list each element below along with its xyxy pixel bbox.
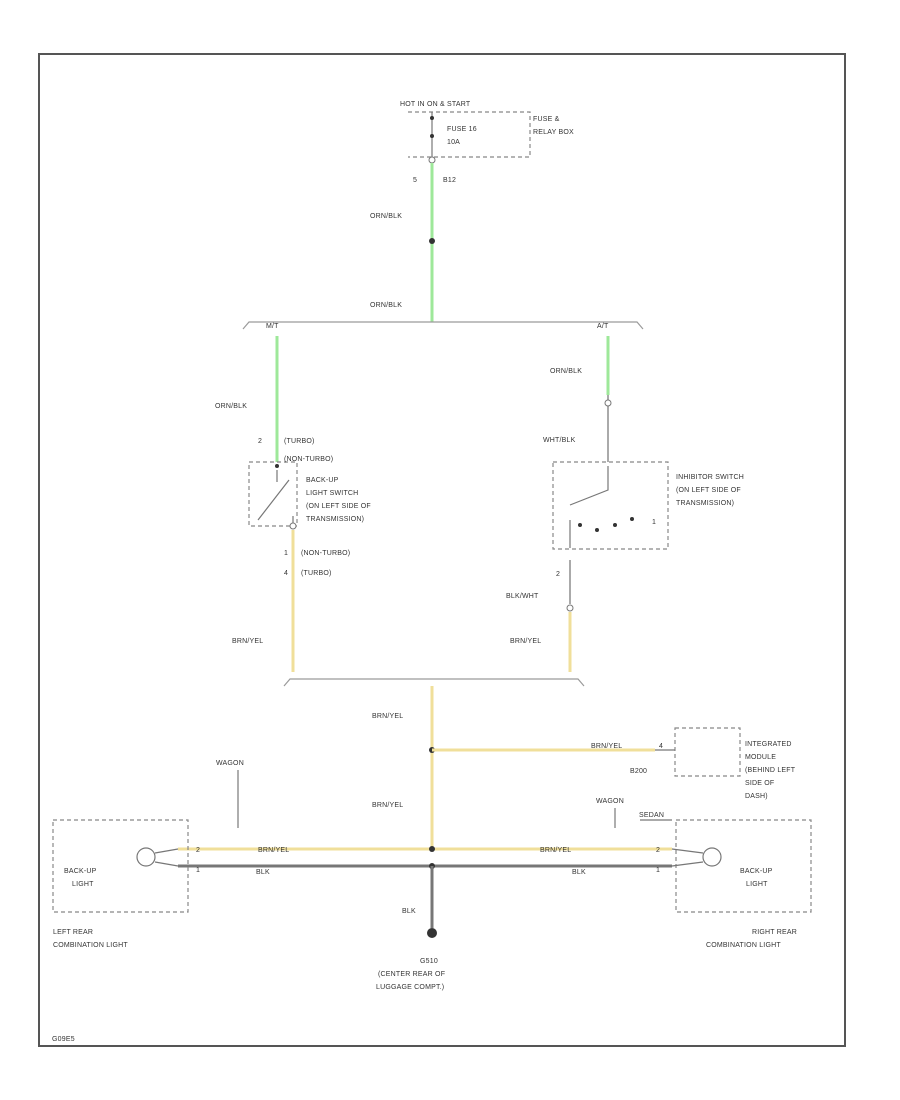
label-backup-light-right-1: BACK-UP bbox=[740, 868, 773, 875]
label-pin-c-top: 5 bbox=[413, 177, 417, 184]
label-left-rear-1: LEFT REAR bbox=[53, 929, 93, 936]
label-mt: M/T bbox=[266, 323, 279, 330]
label-brn-yel-h: BRN/YEL bbox=[591, 743, 622, 750]
inhibitor-connector-bottom bbox=[566, 604, 574, 612]
label-module-4: SIDE OF bbox=[745, 780, 774, 787]
label-pin-b-r: 1 bbox=[656, 867, 660, 874]
label-b200: B200 bbox=[630, 768, 647, 775]
label-module-pin: 4 bbox=[659, 743, 663, 750]
label-ground-2: (CENTER REAR OF bbox=[378, 971, 445, 978]
label-brn-yel-right: BRN/YEL bbox=[510, 638, 541, 645]
backup-switch-box bbox=[248, 461, 298, 527]
splice-bottom-yel bbox=[429, 846, 435, 852]
label-inhibitor-3: TRANSMISSION) bbox=[676, 500, 734, 507]
label-fuse-1: FUSE 16 bbox=[447, 126, 477, 133]
label-module-1: INTEGRATED bbox=[745, 741, 792, 748]
inhibitor-pin-1 bbox=[578, 523, 582, 527]
label-fuse-box-2: RELAY BOX bbox=[533, 129, 574, 136]
label-blk-v: BLK bbox=[402, 908, 416, 915]
label-wagon-left: WAGON bbox=[216, 760, 244, 767]
left-bulb-icon bbox=[136, 847, 156, 867]
integrated-module-outline bbox=[674, 727, 741, 777]
label-at: A/T bbox=[597, 323, 609, 330]
label-blk-l: BLK bbox=[256, 869, 270, 876]
label-b12: B12 bbox=[443, 177, 456, 184]
fuse-connector bbox=[428, 156, 436, 164]
label-wagon-right: WAGON bbox=[596, 798, 624, 805]
label-fuse-box-1: FUSE & bbox=[533, 116, 560, 123]
label-module-2: MODULE bbox=[745, 754, 776, 761]
label-blk-r: BLK bbox=[572, 869, 586, 876]
label-brn-yel-ll: BRN/YEL bbox=[258, 847, 289, 854]
inhibitor-switch-contact bbox=[569, 466, 609, 548]
label-ground-3: LUGGAGE COMPT.) bbox=[376, 984, 444, 991]
left-rear-combination-box bbox=[52, 819, 189, 913]
label-turbo: (TURBO) bbox=[284, 438, 315, 445]
mt-at-bus bbox=[242, 321, 644, 330]
label-orn-blk-2: ORN/BLK bbox=[370, 302, 402, 309]
label-pin-b-l: 1 bbox=[196, 867, 200, 874]
backup-switch-pin bbox=[275, 464, 279, 468]
right-bulb-icon bbox=[702, 847, 722, 867]
label-module-3: (BEHIND LEFT bbox=[745, 767, 796, 774]
label-sedan: SEDAN bbox=[639, 812, 664, 819]
label-right-rear-1: RIGHT REAR bbox=[752, 929, 797, 936]
splice-top bbox=[429, 238, 435, 244]
label-hot: HOT IN ON & START bbox=[400, 101, 471, 108]
backup-switch-connector bbox=[289, 522, 297, 530]
label-left-rear-2: COMBINATION LIGHT bbox=[53, 942, 128, 949]
fuse-relay-box-outline bbox=[408, 111, 531, 158]
inhibitor-pin-2 bbox=[595, 528, 599, 532]
label-brn-yel-left: BRN/YEL bbox=[232, 638, 263, 645]
fuse-terminal-top bbox=[430, 116, 434, 120]
label-non-turbo: (NON-TURBO) bbox=[284, 456, 333, 463]
label-turbo-2: (TURBO) bbox=[301, 570, 332, 577]
inhibitor-pin-3 bbox=[613, 523, 617, 527]
label-pin-2-left: 2 bbox=[258, 438, 262, 445]
label-brn-yel-rl: BRN/YEL bbox=[540, 847, 571, 854]
inhibitor-connector-top bbox=[604, 399, 612, 407]
label-pin-a-l: 2 bbox=[196, 847, 200, 854]
label-inhibitor-1: INHIBITOR SWITCH bbox=[676, 474, 744, 481]
label-right-rear-2: COMBINATION LIGHT bbox=[706, 942, 781, 949]
lower-bus bbox=[283, 678, 585, 687]
label-pin-1-right: 1 bbox=[652, 519, 656, 526]
right-bulb-leads bbox=[671, 848, 704, 867]
label-orn-blk-left: ORN/BLK bbox=[215, 403, 247, 410]
label-pin-4-left: 4 bbox=[284, 570, 288, 577]
label-backup-switch-2: LIGHT SWITCH bbox=[306, 490, 358, 497]
left-bulb-leads bbox=[154, 848, 179, 867]
label-wht-blk: WHT/BLK bbox=[543, 437, 576, 444]
label-fuse-2: 10A bbox=[447, 139, 460, 146]
label-backup-light-left-1: BACK-UP bbox=[64, 868, 97, 875]
label-inhibitor-2: (ON LEFT SIDE OF bbox=[676, 487, 741, 494]
label-ground-1: G510 bbox=[420, 958, 438, 965]
label-backup-switch-1: BACK-UP bbox=[306, 477, 339, 484]
label-pin-1-left: 1 bbox=[284, 550, 288, 557]
label-blk-wht: BLK/WHT bbox=[506, 593, 539, 600]
label-brn-yel-mid1: BRN/YEL bbox=[372, 713, 403, 720]
label-backup-light-left-2: LIGHT bbox=[72, 881, 94, 888]
inhibitor-switch-box bbox=[552, 461, 669, 550]
label-pin-2-right: 2 bbox=[556, 571, 560, 578]
diagram-frame bbox=[38, 53, 846, 1047]
label-backup-switch-4: TRANSMISSION) bbox=[306, 516, 364, 523]
inhibitor-pin-4 bbox=[630, 517, 634, 521]
right-rear-combination-box bbox=[675, 819, 812, 913]
label-pin-a-r: 2 bbox=[656, 847, 660, 854]
label-module-5: DASH) bbox=[745, 793, 768, 800]
label-backup-switch-3: (ON LEFT SIDE OF bbox=[306, 503, 371, 510]
label-backup-light-right-2: LIGHT bbox=[746, 881, 768, 888]
ground-g510 bbox=[427, 928, 437, 938]
label-fig-id: G09E5 bbox=[52, 1036, 75, 1043]
label-orn-blk-1: ORN/BLK bbox=[370, 213, 402, 220]
fuse-terminal-mid bbox=[430, 134, 434, 138]
label-non-turbo-2: (NON-TURBO) bbox=[301, 550, 350, 557]
label-brn-yel-mid2: BRN/YEL bbox=[372, 802, 403, 809]
backup-switch-contact bbox=[257, 470, 294, 526]
label-orn-blk-right: ORN/BLK bbox=[550, 368, 582, 375]
